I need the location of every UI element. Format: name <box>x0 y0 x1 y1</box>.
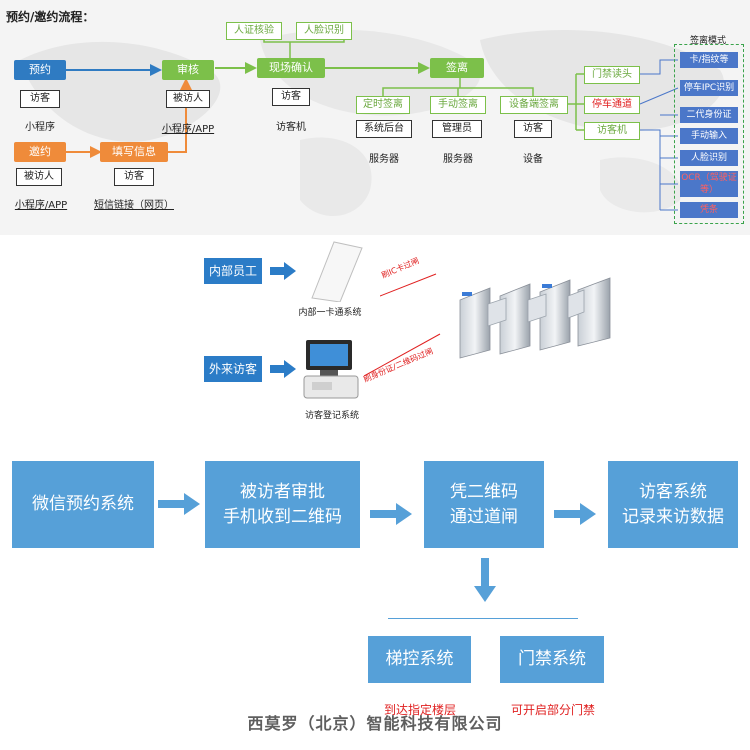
wechat-reserve-box: 微信预约系统 <box>12 461 154 548</box>
arrow-right-icon <box>158 493 200 515</box>
mini-app-caption: 小程序/APP <box>14 200 68 211</box>
staff-label: 内部员工 <box>204 258 262 284</box>
server-caption: 服务器 <box>369 154 399 165</box>
approval-box: 被访者审批 手机收到二维码 <box>205 461 360 548</box>
wechat-reserve-label: 微信预约系统 <box>32 494 134 514</box>
mode-ipc: 停车IPC识别 <box>680 80 738 96</box>
turnstile-gate-image <box>459 277 611 359</box>
arrow-right-icon <box>554 503 596 525</box>
qr-gate-line2: 通过道闸 <box>450 506 518 527</box>
qr-gate-line1: 凭二维码 <box>450 481 518 502</box>
manual-signout-node: 手动签离 <box>430 96 486 114</box>
mode-card: 卡/指纹等 <box>680 52 738 68</box>
invite-node: 邀约 <box>14 142 66 162</box>
cert-check-node: 人证核验 <box>226 22 282 40</box>
sign-mode-panel <box>674 44 744 224</box>
arrow-down-icon <box>474 558 496 602</box>
branch-divider <box>388 618 578 619</box>
ic-card-icon <box>311 241 363 302</box>
visitor-kiosk-icon <box>303 340 359 399</box>
fill-info-node: 填写信息 <box>100 142 168 162</box>
mini-program-caption: 小程序 <box>25 122 55 133</box>
kiosk-node: 访客机 <box>584 122 640 140</box>
invitee-box: 被访人 <box>16 168 62 186</box>
access-note: 可开启部分门禁 <box>510 703 595 717</box>
arrow-right-icon <box>270 360 296 378</box>
elevator-note: 到达指定楼层 <box>383 703 456 717</box>
pass-arrow-icon <box>364 333 441 377</box>
outsider-label: 外来访客 <box>204 356 262 382</box>
arrow-right-icon <box>370 503 412 525</box>
mode-manual: 手动输入 <box>680 128 738 144</box>
mode-receipt: 凭条 <box>680 202 738 218</box>
mode-id-card: 二代身份证 <box>680 107 738 123</box>
mode-ocr: OCR（驾驶证等） <box>680 171 738 197</box>
visitor-box: 访客 <box>272 88 310 106</box>
pass-arrow-icon <box>380 273 437 297</box>
elevator-system-box: 梯控系统 <box>368 636 471 683</box>
mini-app-caption: 小程序/APP <box>161 124 215 135</box>
world-map-background <box>0 0 750 235</box>
arrow-right-icon <box>270 262 296 280</box>
elevator-label: 梯控系统 <box>385 649 454 669</box>
sys-backend-box: 系统后台 <box>356 120 412 138</box>
card-system-caption: 内部一卡通系统 <box>298 308 362 318</box>
kiosk-caption: 访客机 <box>276 122 306 133</box>
visitor-system-line2: 记录来访数据 <box>622 506 724 527</box>
face-recog-node: 人脸识别 <box>296 22 352 40</box>
device-caption: 设备 <box>523 154 543 165</box>
door-reader-node: 门禁读头 <box>584 66 640 84</box>
visitor-box: 访客 <box>20 90 60 108</box>
access-system-box: 门禁系统 <box>500 636 604 683</box>
sms-link-caption: 短信链接（网页） <box>94 200 174 211</box>
mode-face: 人脸识别 <box>680 150 738 166</box>
parking-lane-node: 停车通道 <box>584 96 640 114</box>
flow-title: 预约/邀约流程： <box>6 10 95 24</box>
visitor-box: 访客 <box>114 168 154 186</box>
visitor-system-box: 访客系统 记录来访数据 <box>608 461 738 548</box>
device-signout-node: 设备端签离 <box>500 96 568 114</box>
approval-line1: 被访者审批 <box>240 481 325 502</box>
access-label: 门禁系统 <box>518 649 586 669</box>
approval-line2: 手机收到二维码 <box>223 506 342 527</box>
signout-node: 签离 <box>430 58 484 78</box>
flow-connectors <box>66 30 679 211</box>
sign-mode-title: 签离模式 <box>689 36 726 46</box>
invitee-box: 被访人 <box>166 90 210 108</box>
reserve-node: 预约 <box>14 60 66 80</box>
qr-gate-box: 凭二维码 通过道闸 <box>424 461 544 548</box>
admin-box: 管理员 <box>432 120 482 138</box>
visitor-system-line1: 访客系统 <box>639 481 707 502</box>
reg-system-caption: 访客登记系统 <box>304 411 359 421</box>
server-caption: 服务器 <box>443 154 473 165</box>
timed-signout-node: 定时签离 <box>356 96 410 114</box>
company-watermark: 西莫罗（北京）智能科技有限公司 <box>247 714 503 733</box>
review-node: 审核 <box>162 60 214 80</box>
visitor-box: 访客 <box>514 120 552 138</box>
onsite-confirm-node: 现场确认 <box>257 58 325 78</box>
